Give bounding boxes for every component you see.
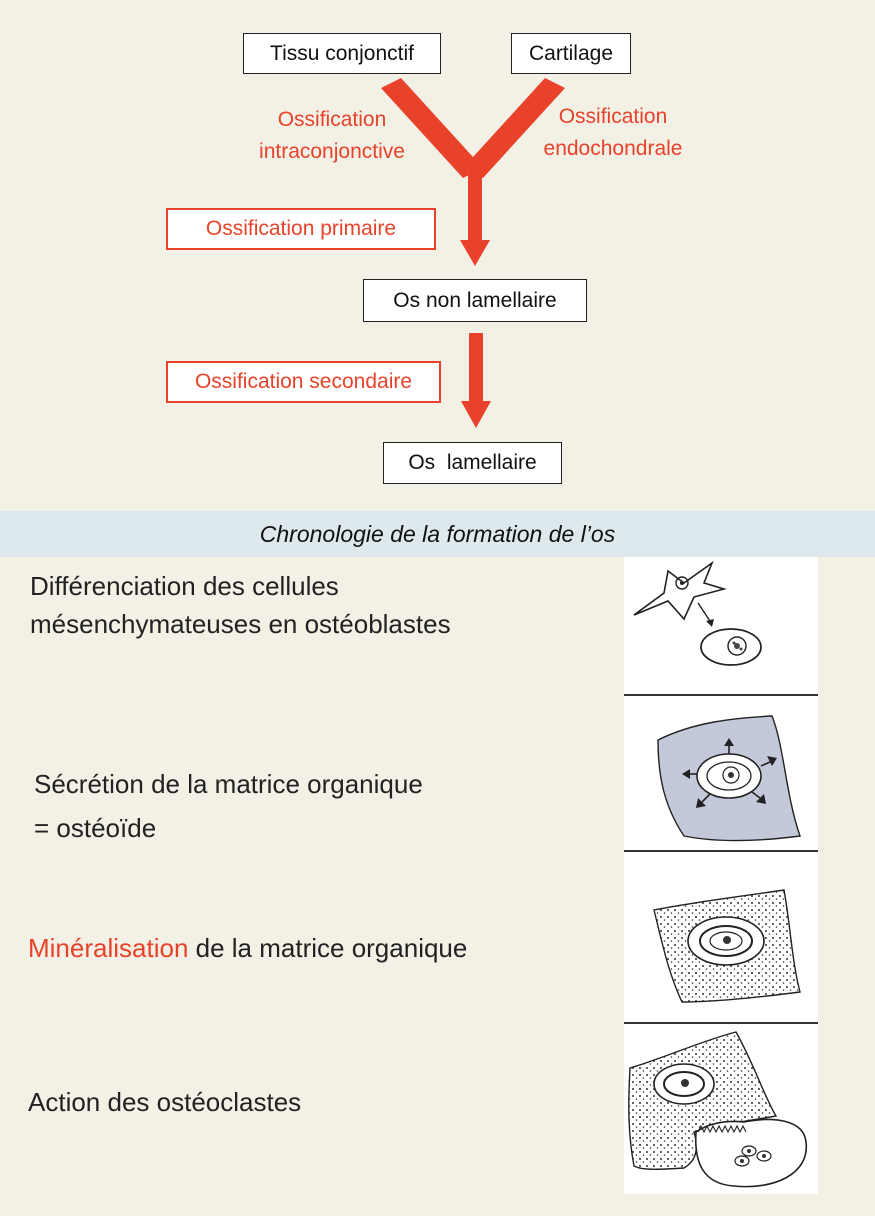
- primary-ossification-box: Ossification primaire: [166, 208, 436, 250]
- illustration-panel-2: [624, 696, 818, 850]
- trunk-arrow-head: [460, 240, 490, 266]
- secondary-arrow-head: [461, 401, 491, 428]
- step-secretion: Sécrétion de la matrice organique = osté…: [34, 762, 423, 850]
- panel-separator-1: [624, 694, 818, 696]
- caption-banner: Chronologie de la formation de l’os: [0, 511, 875, 557]
- step-1-line-1: Différenciation des cellules: [30, 571, 339, 601]
- step-2-line-2: = ostéoïde: [34, 813, 157, 843]
- step-1-line-2: mésenchymateuses en ostéoblastes: [30, 609, 451, 639]
- illustration-panel-3: [624, 852, 818, 1022]
- mineralization-highlight: Minéralisation: [28, 933, 189, 963]
- step-mineralization: Minéralisation de la matrice organique: [28, 926, 467, 970]
- cartilage-box: Cartilage: [511, 33, 631, 74]
- intramembranous-line-1: Ossification: [277, 108, 387, 131]
- trunk-arrow-shaft: [468, 170, 482, 242]
- endochondral-line-2: endochondrale: [543, 137, 683, 160]
- intramembranous-label: Ossification intraconjonctive: [236, 104, 428, 168]
- step-2-line-1: Sécrétion de la matrice organique: [34, 769, 423, 799]
- mineralization-illustration: [653, 889, 801, 1003]
- mesenchymal-to-osteoblast-illustration: [633, 560, 762, 666]
- osteoclast-action-illustration: [628, 1031, 807, 1188]
- intramembranous-line-2: intraconjonctive: [259, 140, 405, 163]
- lamellar-bone-box: Os lamellaire: [383, 442, 562, 484]
- tissue-box: Tissu conjonctif: [243, 33, 441, 74]
- endochondral-line-1: Ossification: [558, 105, 668, 128]
- illustration-panel-1: [624, 557, 818, 694]
- step-4-line-1: Action des ostéoclastes: [28, 1087, 302, 1117]
- left-branch-arrow: [381, 78, 483, 178]
- illustration-panel-4: [624, 1024, 818, 1194]
- secondary-arrow-shaft: [469, 333, 483, 403]
- woven-bone-box: Os non lamellaire: [363, 279, 587, 322]
- step-differentiation: Différenciation des cellules mésenchymat…: [30, 564, 451, 646]
- panel-separator-3: [624, 1022, 818, 1024]
- right-branch-arrow: [463, 78, 565, 178]
- secondary-ossification-box: Ossification secondaire: [166, 361, 441, 403]
- osteoid-secretion-illustration: [657, 715, 801, 842]
- endochondral-label: Ossification endochondrale: [518, 101, 708, 165]
- mineralization-rest: de la matrice organique: [188, 933, 468, 963]
- panel-separator-2: [624, 850, 818, 852]
- step-osteoclasts: Action des ostéoclastes: [28, 1080, 301, 1124]
- caption-text: Chronologie de la formation de l’os: [259, 520, 616, 547]
